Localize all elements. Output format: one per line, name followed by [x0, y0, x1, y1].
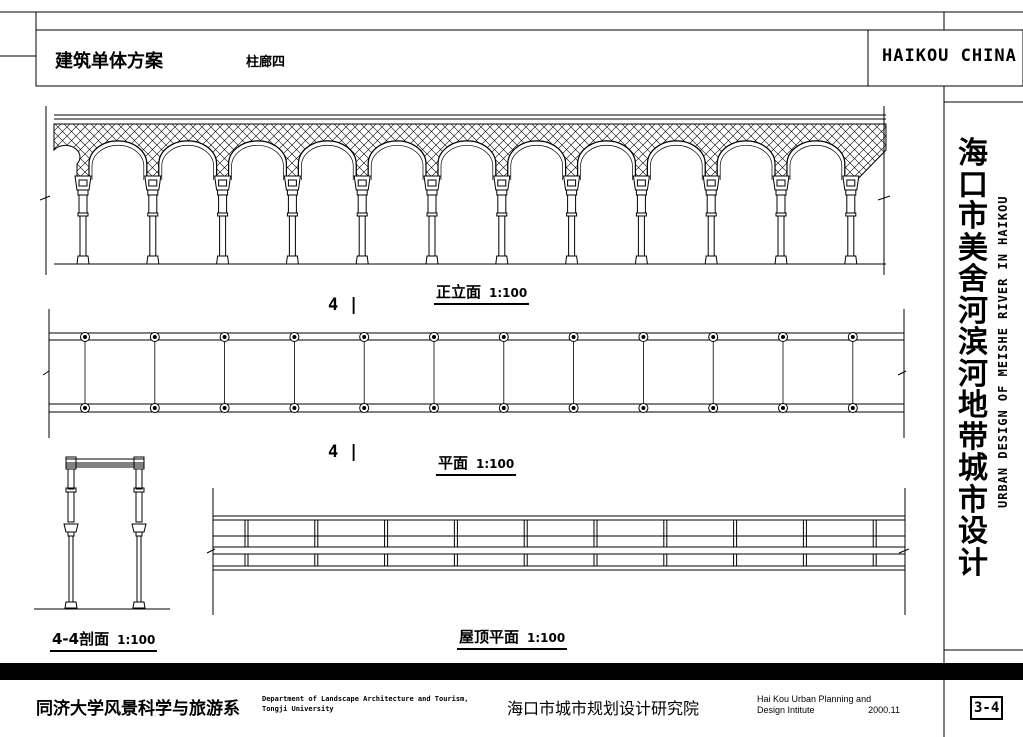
- plan-column-core: [501, 406, 506, 410]
- sheet-subtitle: 柱廊四: [246, 55, 286, 70]
- section-mark-bottom: 4 |: [328, 442, 359, 462]
- elevation-scale: 1:100: [489, 286, 528, 300]
- plan-column-core: [432, 335, 436, 339]
- plan-column-core: [711, 406, 716, 410]
- plan-column-core: [83, 406, 87, 410]
- arch-inner: [370, 144, 424, 180]
- plan-column-core: [501, 335, 506, 339]
- arch-inner: [91, 144, 145, 180]
- section-mark-top: 4 |: [328, 295, 359, 315]
- institute-name-en: Hai Kou Urban Planning and Design Intitu…: [757, 694, 900, 716]
- arch-inner: [301, 144, 354, 180]
- elevation-column: [493, 175, 511, 265]
- roof-plan-drawing: [206, 488, 910, 615]
- arch: [88, 140, 148, 180]
- arch-inner: [231, 144, 284, 180]
- plan-drawing: [42, 309, 907, 438]
- arch-inner: [440, 144, 494, 180]
- section-drawing: [34, 456, 170, 610]
- elevation-column: [632, 175, 650, 265]
- section-label: 4-4剖面: [52, 630, 110, 648]
- plan-column-core: [850, 335, 855, 339]
- elevation-column: [74, 175, 92, 265]
- plan-column-core: [362, 335, 367, 339]
- project-location: HAIKOU CHINA: [882, 46, 1017, 66]
- arch-inner: [510, 144, 563, 180]
- elevation-column: [423, 175, 441, 265]
- arch: [158, 140, 218, 180]
- plan-column-core: [362, 406, 367, 410]
- plan-column-core: [152, 406, 157, 410]
- elevation-column: [563, 175, 581, 265]
- roof-plan-label: 屋顶平面: [459, 628, 520, 646]
- elevation-column: [702, 175, 720, 265]
- arch: [367, 140, 427, 180]
- plan-column-core: [641, 406, 646, 410]
- plan-column-core: [292, 406, 297, 410]
- school-name-cn: 同济大学风景科学与旅游系: [36, 699, 240, 719]
- arch-inner: [650, 144, 703, 180]
- front-elevation-drawing: [40, 106, 891, 275]
- section-scale: 1:100: [117, 633, 156, 647]
- sheet-number: 3-4: [970, 696, 1004, 720]
- plan-column-core: [83, 335, 87, 339]
- project-title-cn: 海口市美舍河滨河地带城市设计: [958, 136, 988, 581]
- plan-scale: 1:100: [476, 457, 515, 471]
- elevation-column: [842, 175, 860, 265]
- plan-column-core: [571, 406, 576, 410]
- roof-plan-caption: 屋顶平面 1:100: [457, 626, 568, 650]
- roof-plan-scale: 1:100: [527, 631, 566, 645]
- plan-column-core: [711, 335, 716, 339]
- plan-column-core: [152, 335, 157, 339]
- plan-column-core: [432, 406, 436, 410]
- section-mark-top-number: 4: [328, 295, 339, 315]
- arch: [646, 140, 706, 180]
- arch: [437, 140, 497, 180]
- plan-column-core: [781, 335, 785, 339]
- sheet-title: 建筑单体方案: [55, 51, 163, 72]
- elevation-caption: 正立面 1:100: [434, 281, 530, 305]
- institute-name-en-line1: Hai Kou Urban Planning and: [757, 694, 872, 704]
- arch: [297, 140, 357, 180]
- arch-inner: [580, 144, 633, 180]
- school-name-en-line1: Department of Landscape Architecture and…: [262, 695, 469, 703]
- plan-column-core: [850, 406, 855, 410]
- plan-column-core: [292, 335, 297, 339]
- arch-inner: [719, 144, 773, 180]
- drawing-date: 2000.11: [868, 705, 900, 715]
- institute-name-en-line2: Design Intitute: [757, 705, 815, 715]
- elevation-label: 正立面: [436, 283, 482, 301]
- elevation-column: [353, 175, 371, 265]
- plan-label: 平面: [438, 454, 469, 472]
- project-title-en: URBAN DESIGN OF MEISHE RIVER IN HAIKOU: [996, 195, 1010, 508]
- plan-column-core: [222, 406, 227, 410]
- section-mark-bottom-number: 4: [328, 442, 339, 462]
- arch-inner: [789, 144, 843, 180]
- plan-column-core: [222, 335, 227, 339]
- plan-column-core: [641, 335, 646, 339]
- arch: [786, 140, 846, 180]
- plan-caption: 平面 1:100: [436, 452, 517, 476]
- school-name-en: Department of Landscape Architecture and…: [262, 694, 469, 714]
- elevation-column: [772, 175, 790, 265]
- plan-column-core: [571, 335, 576, 339]
- arch-inner: [161, 144, 214, 180]
- elevation-column: [214, 175, 232, 265]
- section-caption: 4-4剖面 1:100: [50, 628, 158, 652]
- elevation-column: [144, 175, 162, 265]
- school-name-en-line2: Tongji University: [262, 705, 334, 713]
- institute-name-cn: 海口市城市规划设计研究院: [507, 699, 700, 718]
- elevation-column: [283, 175, 301, 265]
- plan-column-core: [781, 406, 785, 410]
- arch: [228, 140, 287, 180]
- arch: [507, 140, 567, 180]
- arch: [716, 140, 776, 180]
- arch: [577, 140, 636, 180]
